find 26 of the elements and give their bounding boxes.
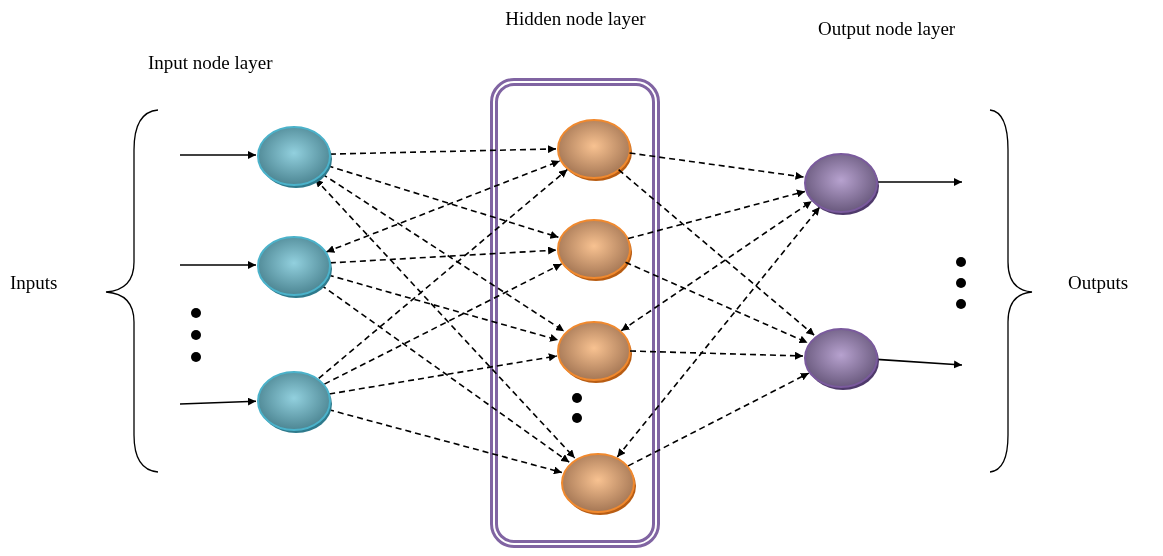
dashed-arrow (616, 206, 821, 458)
dashed-arrow (329, 145, 557, 155)
arrow (179, 397, 257, 406)
layer-heading: Hidden node layer (504, 8, 647, 30)
dashed-arrow (314, 178, 576, 459)
dashed-arrow (320, 284, 570, 463)
dashed-arrow (323, 263, 563, 385)
side-label: Inputs (10, 272, 58, 294)
arrow (179, 151, 257, 159)
arrow (876, 178, 963, 186)
dashed-arrow (629, 350, 804, 360)
dashed-arrow (627, 189, 806, 240)
dashed-arrow (620, 200, 813, 332)
dashed-arrow (325, 160, 561, 253)
layer-heading: Output node layer (818, 18, 956, 40)
dashed-arrow (627, 372, 810, 467)
dashed-arrow (329, 246, 557, 264)
layer-heading: Input node layer (148, 52, 273, 74)
arrow (179, 261, 257, 269)
side-label: Outputs (1068, 272, 1129, 294)
dashed-arrow (628, 152, 805, 180)
dashed-arrow (317, 168, 569, 380)
dashed-arrow (328, 353, 558, 395)
dashed-arrow (624, 261, 809, 344)
dashed-arrow (617, 168, 816, 337)
arrow (876, 358, 963, 369)
